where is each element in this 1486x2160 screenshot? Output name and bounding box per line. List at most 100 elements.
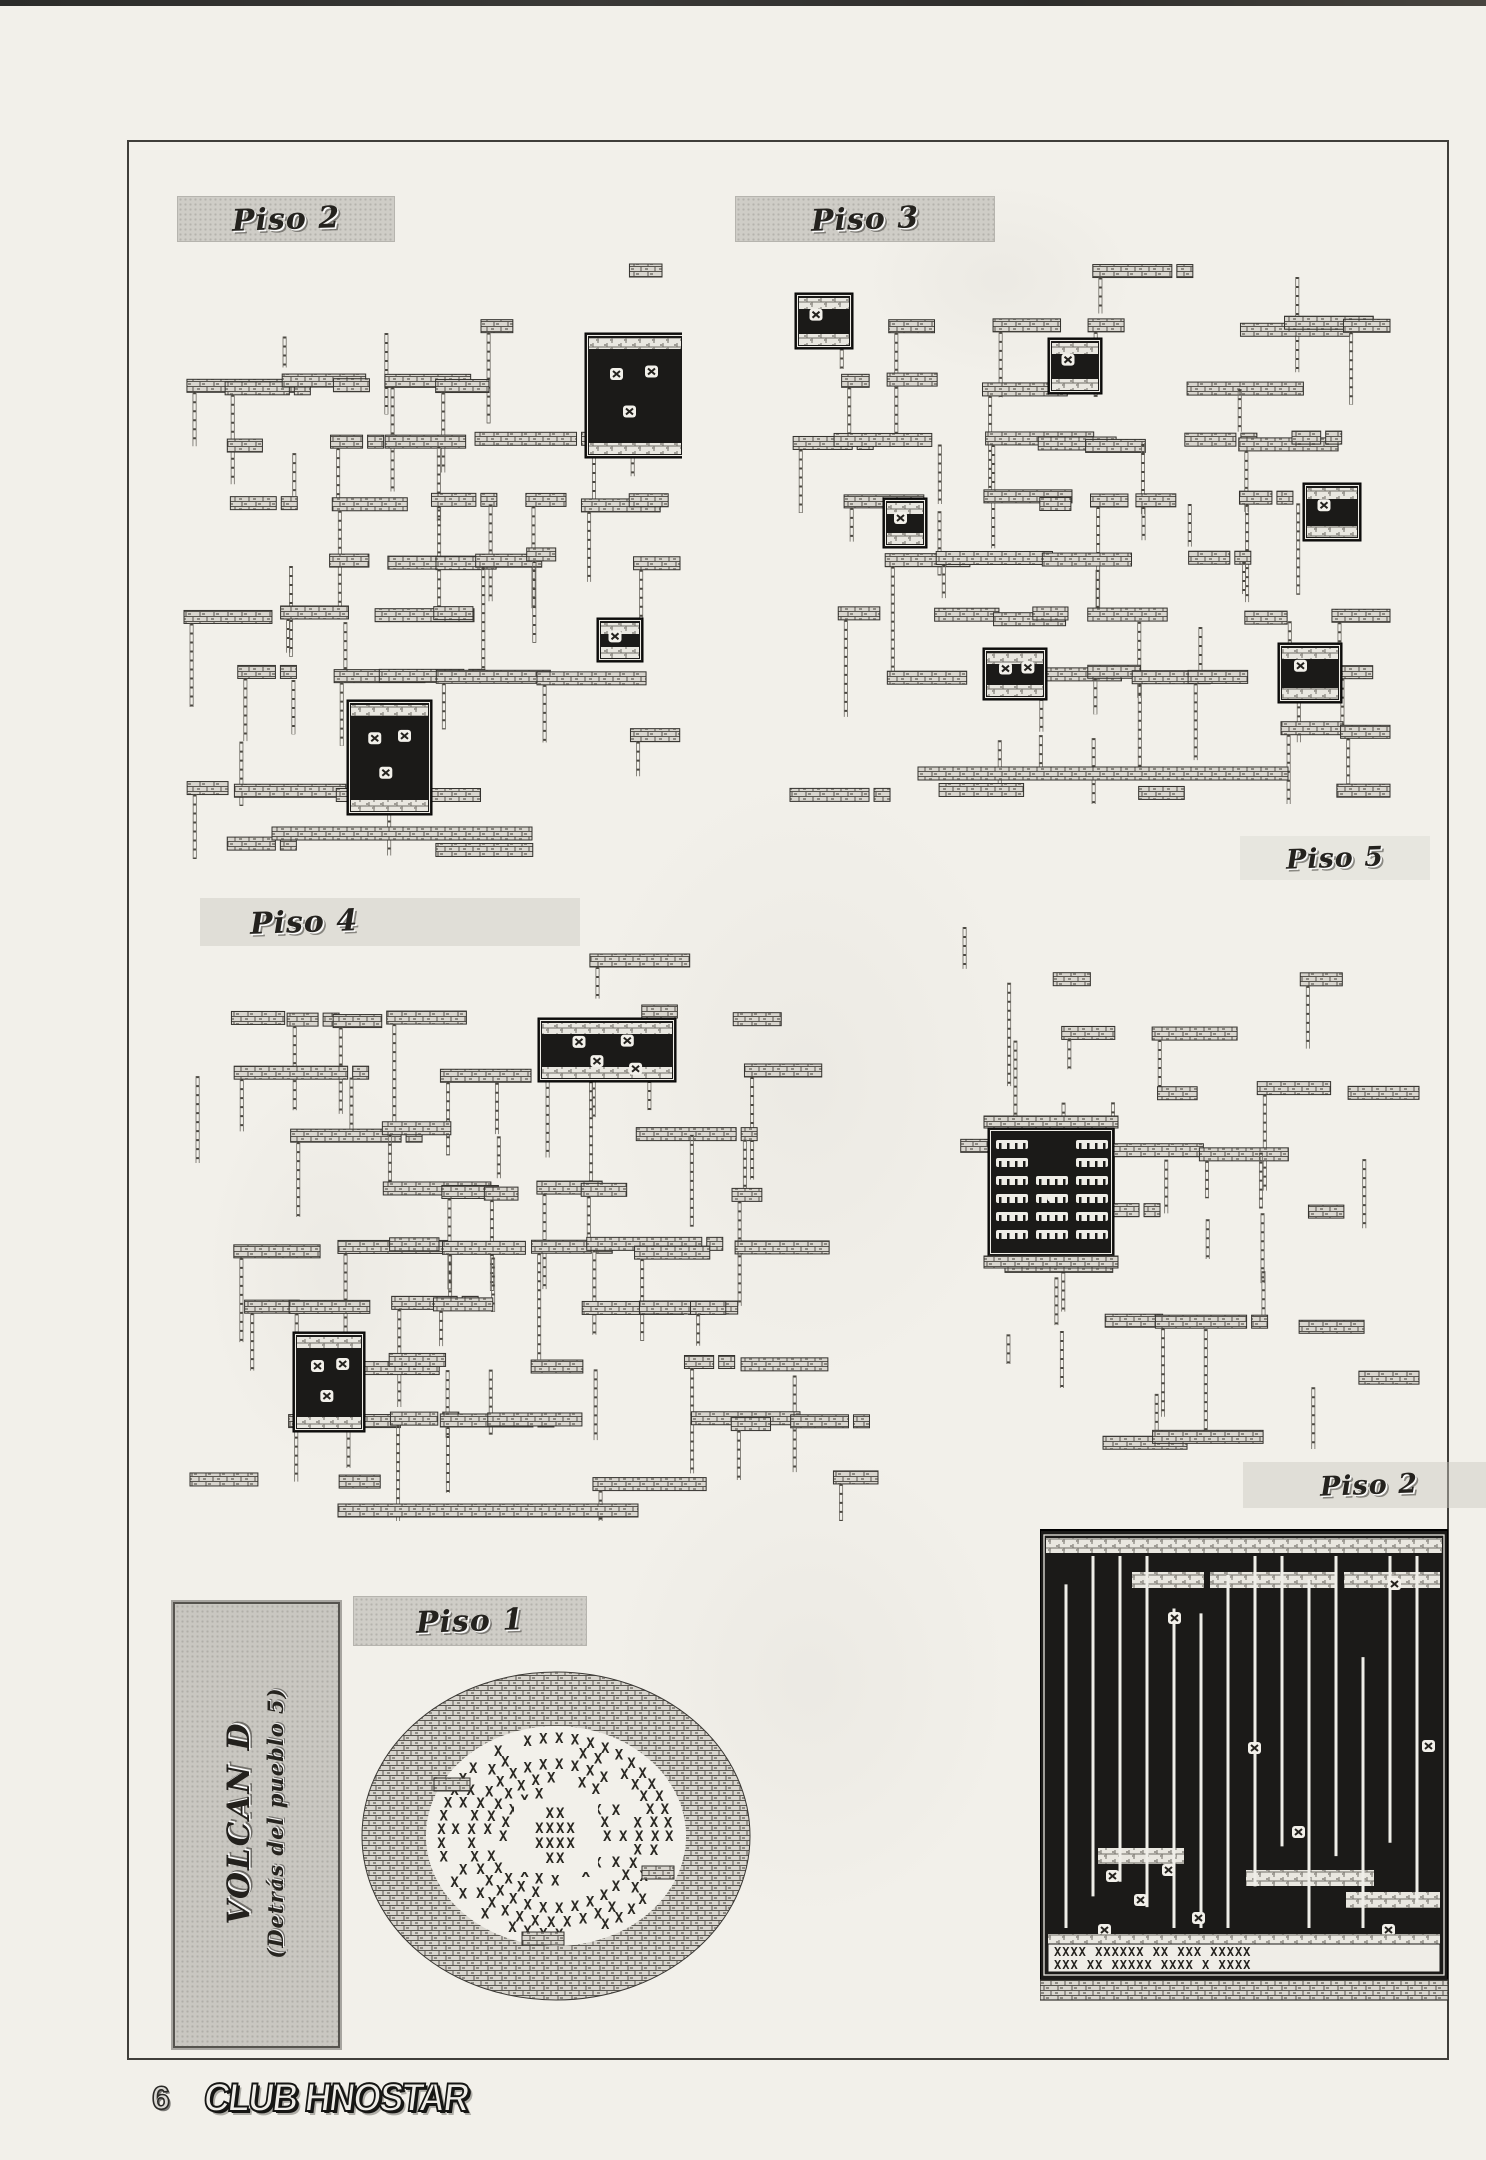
svg-text:X: X: [524, 1761, 533, 1777]
svg-text:X: X: [612, 1879, 621, 1895]
page-number: 6: [151, 2079, 170, 2117]
svg-text:X: X: [627, 1756, 636, 1772]
svg-text:X: X: [466, 1783, 475, 1799]
volcan-d-title: VOLCAN D: [221, 1721, 257, 1925]
map-banner-piso-1: Piso 1: [353, 1596, 587, 1646]
svg-text:X: X: [539, 1901, 548, 1917]
svg-text:X: X: [501, 1755, 510, 1771]
svg-text:X: X: [579, 1912, 588, 1928]
svg-text:X: X: [600, 1770, 609, 1786]
svg-text:X: X: [439, 1849, 448, 1865]
svg-text:X: X: [665, 1829, 674, 1845]
svg-text:XXXX: XXXX: [535, 1821, 577, 1837]
svg-text:X: X: [629, 1856, 638, 1872]
svg-text:X: X: [450, 1875, 459, 1891]
svg-text:X: X: [601, 1917, 610, 1933]
svg-text:X: X: [579, 1746, 588, 1762]
svg-text:X: X: [640, 1789, 649, 1805]
svg-text:X: X: [531, 1913, 540, 1929]
svg-text:X: X: [594, 1907, 603, 1923]
map-banner-piso-3: Piso 3: [735, 196, 995, 242]
svg-text:X: X: [437, 1822, 446, 1838]
svg-text:X: X: [504, 1786, 513, 1802]
map-banner-piso-2-top: Piso 2: [177, 196, 395, 242]
svg-text:X: X: [488, 1896, 497, 1912]
svg-text:X: X: [520, 1865, 529, 1881]
svg-text:X: X: [592, 1782, 601, 1798]
svg-text:X: X: [488, 1762, 497, 1778]
svg-text:X: X: [586, 1763, 595, 1779]
svg-text:X: X: [627, 1902, 636, 1918]
svg-text:X: X: [481, 1906, 490, 1922]
svg-text:X: X: [509, 1803, 518, 1819]
svg-text:X: X: [539, 1731, 548, 1747]
svg-text:X: X: [451, 1822, 460, 1838]
svg-text:XXXX: XXXX: [535, 1836, 577, 1852]
svg-text:X: X: [655, 1789, 664, 1805]
svg-text:X: X: [501, 1903, 510, 1919]
svg-text:X: X: [470, 1809, 479, 1825]
svg-text:X: X: [633, 1815, 642, 1831]
svg-text:X: X: [555, 1757, 564, 1773]
svg-text:X: X: [631, 1881, 640, 1897]
svg-text:X: X: [535, 1786, 544, 1802]
svg-text:X: X: [459, 1795, 468, 1811]
svg-text:X: X: [469, 1761, 478, 1777]
volcan-d-rotated-text: VOLCAN D (Detrás del pueblo 5): [175, 1604, 334, 2042]
svg-text:X: X: [571, 1732, 580, 1748]
svg-text:X: X: [509, 1766, 518, 1782]
svg-text:X: X: [547, 1771, 556, 1787]
svg-text:X: X: [531, 1773, 540, 1789]
svg-text:X: X: [571, 1759, 580, 1775]
svg-text:X: X: [437, 1836, 446, 1852]
svg-text:X: X: [459, 1887, 468, 1903]
svg-text:X: X: [620, 1767, 629, 1783]
svg-text:X: X: [582, 1865, 591, 1881]
map-label-piso-2-top: Piso 2: [231, 199, 341, 239]
map-label-piso-1: Piso 1: [415, 1601, 525, 1641]
volcan-d-title-box: VOLCAN D (Detrás del pueblo 5): [173, 1602, 340, 2048]
svg-text:X: X: [650, 1843, 659, 1859]
svg-text:X: X: [483, 1822, 492, 1838]
svg-text:X: X: [494, 1744, 503, 1760]
map-label-piso-4: Piso 4: [249, 902, 359, 942]
map-label-piso-2-bottom: Piso 2: [1319, 1467, 1419, 1503]
svg-text:X: X: [555, 1731, 564, 1747]
svg-text:X: X: [650, 1815, 659, 1831]
svg-text:X: X: [467, 1836, 476, 1852]
map-piso-5: [960, 927, 1420, 1450]
svg-text:X: X: [608, 1900, 617, 1916]
svg-text:X: X: [631, 1777, 640, 1793]
svg-text:X: X: [499, 1829, 508, 1845]
svg-text:X: X: [651, 1829, 660, 1845]
svg-text:X: X: [539, 1757, 548, 1773]
scan-top-edge: [0, 0, 1486, 6]
svg-text:X: X: [648, 1777, 657, 1793]
svg-text:X: X: [664, 1815, 673, 1831]
svg-text:X: X: [485, 1874, 494, 1890]
svg-text:X: X: [523, 1734, 532, 1750]
svg-text:XXXX XXXXXX XX XXX XXXXX: XXXX XXXXXX XX XXX XXXXX: [1054, 1945, 1251, 1959]
svg-text:X: X: [496, 1774, 505, 1790]
svg-text:X: X: [615, 1748, 624, 1764]
svg-text:X: X: [494, 1797, 503, 1813]
volcan-d-subtitle: (Detrás del pueblo 5): [263, 1687, 288, 1959]
map-label-piso-3: Piso 3: [810, 199, 920, 239]
svg-text:X: X: [459, 1863, 468, 1879]
svg-text:X: X: [661, 1802, 670, 1818]
svg-text:X: X: [476, 1796, 485, 1812]
svg-text:X: X: [638, 1766, 647, 1782]
svg-text:XX: XX: [546, 1806, 567, 1822]
svg-text:X: X: [517, 1778, 526, 1794]
svg-text:X: X: [600, 1815, 609, 1831]
map-band-piso-4: Piso 4: [200, 898, 580, 946]
svg-text:X: X: [551, 1874, 560, 1890]
svg-text:X: X: [646, 1802, 655, 1818]
svg-text:X: X: [612, 1803, 621, 1819]
svg-text:X: X: [485, 1784, 494, 1800]
svg-text:X: X: [571, 1899, 580, 1915]
svg-text:X: X: [502, 1815, 511, 1831]
map-band-piso-2-bottom: Piso 2: [1243, 1462, 1486, 1508]
svg-text:X: X: [578, 1775, 587, 1791]
